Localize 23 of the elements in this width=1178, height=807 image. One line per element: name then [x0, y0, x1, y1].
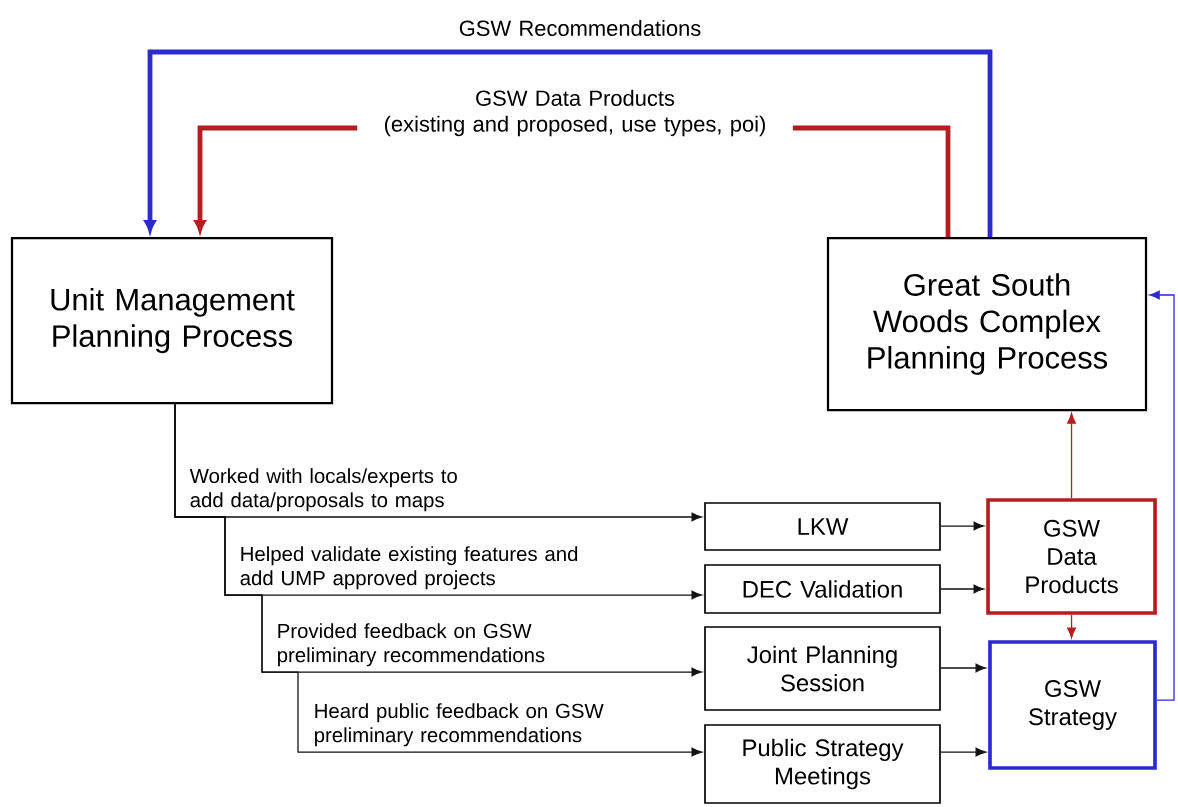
step-box: Public Strategy Meetings	[704, 724, 941, 804]
step-box: DEC Validation	[704, 564, 941, 614]
edge-label: GSW Recommendations	[459, 19, 701, 37]
edge-label: Heard public feedback on GSW preliminary recommendations	[315, 703, 604, 747]
step-box: GSW Strategy	[988, 640, 1157, 770]
arrow	[940, 747, 987, 757]
arrow	[174, 403, 703, 757]
step-box: Joint Planning Session	[704, 626, 941, 711]
edge-label: Provided feedback on GSW preliminary recommendations	[278, 623, 545, 667]
arrow	[1149, 290, 1175, 701]
process-box: Great South Woods Complex Planning Process	[826, 236, 1148, 412]
arrow	[940, 663, 987, 673]
arrow	[940, 521, 985, 531]
arrow	[1067, 413, 1076, 499]
arrow	[940, 584, 985, 594]
step-box: GSW Data Products	[986, 498, 1157, 615]
process-box: Unit Management Planning Process	[10, 236, 334, 405]
step-box: LKW	[704, 502, 941, 551]
edge-label: Helped validate existing features and add UMP approved projects	[240, 546, 578, 590]
arrow	[1067, 614, 1076, 639]
edge-label: GSW Data Products (existing and proposed, use types, poi)	[357, 87, 793, 139]
edge-label: Worked with locals/experts to add data/proposals to maps	[189, 468, 457, 512]
arrow	[144, 49, 993, 237]
